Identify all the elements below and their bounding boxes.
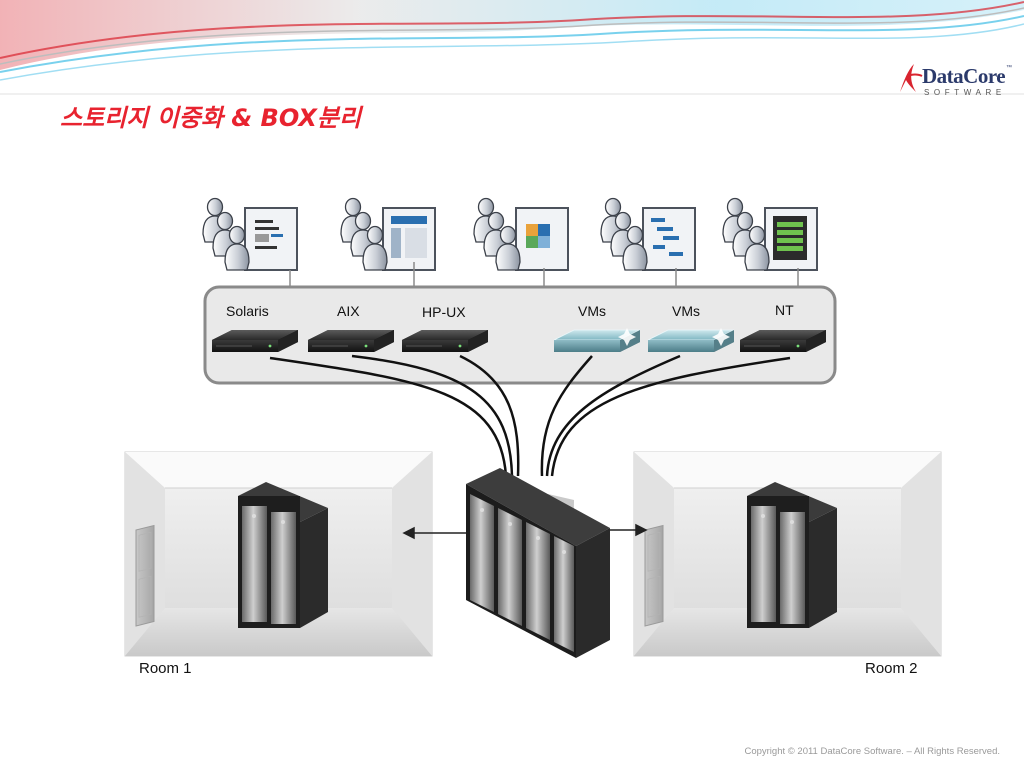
cube-app-screen-icon (526, 224, 550, 248)
logo-trademark: ™ (1006, 65, 1012, 71)
logo-wordmark: DataCore (922, 64, 1006, 88)
server-label-solaris: Solaris (226, 303, 269, 319)
logo-subtitle: SOFTWARE (924, 88, 1006, 97)
user-group (600, 197, 696, 271)
central-storage-rack (466, 468, 610, 658)
user-groups (202, 197, 818, 271)
server-panel (203, 262, 837, 385)
user-group (202, 197, 298, 271)
room-label-2: Room 2 (865, 660, 918, 677)
header-swoosh (0, 0, 1024, 95)
document-screen-icon (255, 220, 283, 249)
gantt-screen-icon (651, 218, 683, 256)
user-group (340, 197, 436, 271)
web-page-screen-icon (391, 216, 427, 258)
user-group (473, 197, 569, 271)
slide-title: 스토리지 이중화 & BOX분리 (60, 104, 362, 132)
room-2 (633, 451, 942, 657)
server-label-aix: AIX (337, 303, 360, 319)
room-link-arrows (402, 523, 648, 540)
server-label-vms-1: VMs (578, 303, 606, 319)
cables (269, 354, 791, 477)
data-list-screen-icon (773, 216, 807, 260)
datacore-swirl-icon (900, 64, 923, 92)
copyright-footer: Copyright © 2011 DataCore Software. – Al… (744, 746, 1000, 757)
room-label-1: Room 1 (139, 660, 192, 677)
server-label-hp-ux: HP-UX (422, 304, 466, 320)
user-group (722, 197, 818, 271)
server-label-vms-2: VMs (672, 303, 700, 319)
datacore-logo: DataCore ™ SOFTWARE (896, 60, 1014, 102)
room-1 (124, 451, 433, 657)
server-label-nt: NT (775, 302, 794, 318)
